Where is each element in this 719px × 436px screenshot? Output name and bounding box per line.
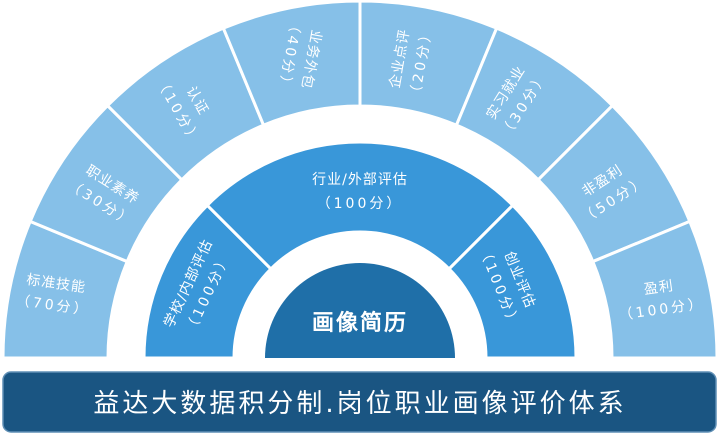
middle-segment-2 [446, 203, 578, 360]
core-label: 画像简历 [312, 310, 408, 336]
middle-segment-1 [205, 140, 515, 272]
middle-ring [142, 140, 578, 360]
outer-segment-7 [590, 219, 719, 360]
banner [2, 371, 717, 433]
label: 盈利 [643, 278, 675, 298]
banner-title: 益达大数据积分制.岗位职业画像评价体系 [93, 389, 626, 419]
middle-label-1: 行业/外部评估 （100分） [312, 172, 408, 212]
label: 行业/外部评估 [312, 172, 408, 188]
score: （100分） [317, 196, 404, 212]
core-semicircle [265, 263, 455, 358]
outer-ring [1, 0, 719, 360]
